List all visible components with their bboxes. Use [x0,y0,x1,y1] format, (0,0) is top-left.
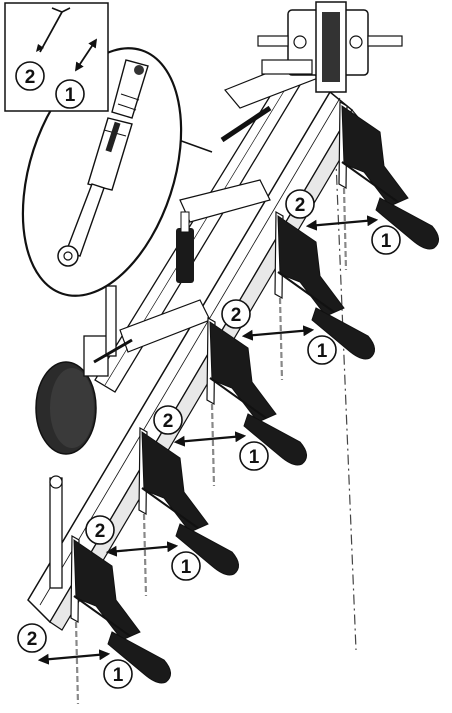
top-link-detail-callout [21,47,183,297]
adjustment-arrow [37,649,111,665]
landside [209,377,267,419]
badge-1-label: 1 [317,341,328,362]
plough-body: 21 [85,426,239,597]
badge-1: 1 [307,335,337,365]
mouldboard [73,539,141,641]
share [107,631,171,684]
legend-badge-1: 1 [55,79,85,109]
badge-2-label: 2 [27,629,38,650]
adjustment-arrow [305,215,379,231]
mouldboard [341,105,409,207]
adjustment-arrow [105,541,179,557]
furrow-guide [210,403,216,487]
badge-2: 2 [153,405,183,435]
headstock [257,1,403,93]
badge-2-label: 2 [231,305,242,326]
plough-body: 21 [17,534,171,705]
adjustment-arrow [241,325,315,341]
badge-1-label: 1 [381,231,392,252]
mouldboard [141,431,209,533]
badge-2: 2 [221,299,251,329]
legend-badge-2: 2 [15,61,45,91]
badge-2: 2 [285,189,315,219]
top-link-turnbuckle [57,59,149,267]
hydraulic-cylinder [176,105,272,283]
furrow-guide [278,297,284,381]
landside [277,271,335,313]
badge-2-label: 2 [95,521,106,542]
shorten-arrow-icon [36,7,71,53]
share [311,307,375,360]
badge-2: 2 [17,623,47,653]
rear-stand [49,475,63,589]
badge-1: 1 [371,225,401,255]
furrow-guide [342,187,348,271]
legend-label-2: 2 [25,67,36,88]
landside [73,595,131,637]
mouldboard [209,321,277,423]
share [175,523,239,576]
badge-2-label: 2 [295,195,306,216]
depth-wheel [35,285,133,455]
badge-1: 1 [103,659,133,689]
mouldboard [277,215,345,317]
landside [341,161,399,203]
badge-1-label: 1 [181,557,192,578]
legend-label-1: 1 [65,85,76,106]
plough-body: 21 [285,100,439,271]
badge-1: 1 [171,551,201,581]
badge-2: 2 [85,515,115,545]
landside [141,487,199,529]
furrow-guide [74,621,80,705]
share [243,413,307,466]
badge-2-label: 2 [163,411,174,432]
plough-body: 21 [153,316,307,487]
badge-1-label: 1 [113,665,124,686]
plough-body: 21 [221,210,375,381]
legend-inset: 2 1 [4,2,109,112]
furrow-guide [142,513,148,597]
badge-1-label: 1 [249,447,260,468]
share [375,197,439,250]
badge-1: 1 [239,441,269,471]
lengthen-arrow-icon [75,38,97,72]
adjustment-arrow [173,431,247,447]
